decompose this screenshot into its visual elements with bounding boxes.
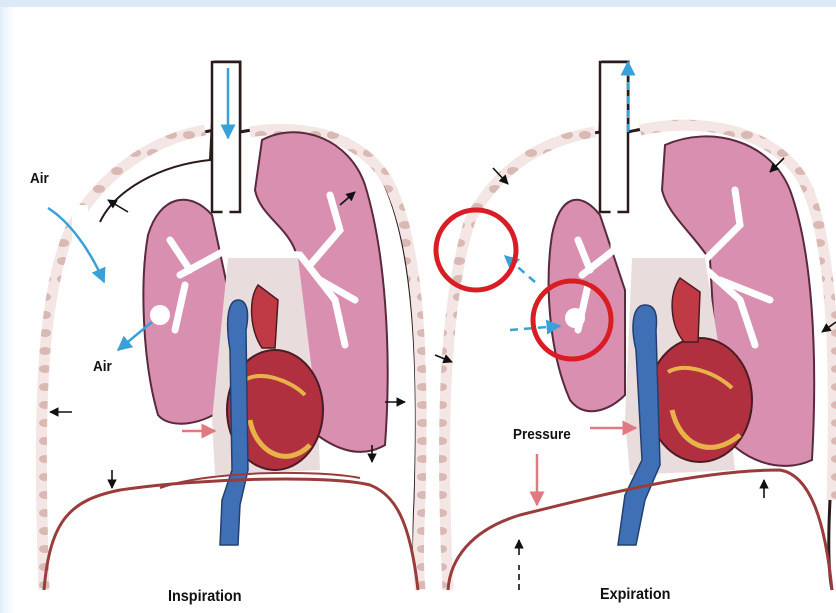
expiration-caption: Expiration	[600, 586, 670, 604]
air-label-top: Air	[30, 170, 49, 187]
trachea	[212, 62, 240, 212]
air-label-bottom: Air	[93, 358, 112, 375]
diaphragm-right	[448, 470, 832, 590]
puncture-site-right	[565, 308, 585, 328]
expiration-panel	[435, 62, 836, 590]
trachea-right	[600, 62, 628, 212]
puncture-site	[150, 305, 170, 325]
highlight-circle-pleura	[436, 210, 516, 290]
inspiration-caption: Inspiration	[168, 588, 242, 606]
pressure-label: Pressure	[513, 426, 571, 443]
inspiration-panel	[41, 62, 421, 590]
